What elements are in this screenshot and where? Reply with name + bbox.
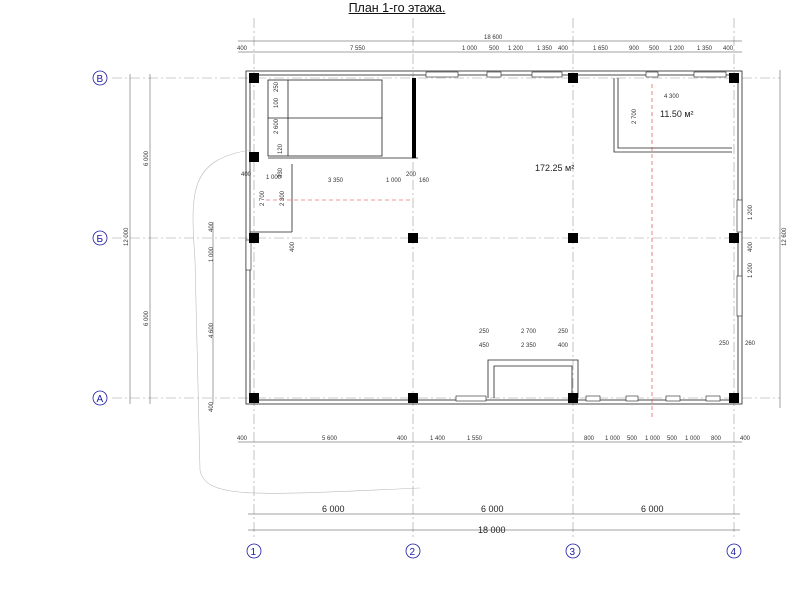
axis-label-3: 3	[570, 547, 576, 558]
span-1-2: 6 000	[322, 504, 345, 514]
dim-entrance-2350: 2 350	[521, 343, 537, 349]
dim-top-1: 7 550	[350, 46, 366, 52]
left-span-b-v: 6 000	[144, 150, 150, 166]
dim-stair-1000a: 1 000	[266, 175, 282, 181]
dim-entrance-400: 400	[558, 343, 569, 349]
dim-stair-2600: 2 600	[274, 118, 280, 134]
axis-label-1: 1	[251, 547, 257, 558]
dim-bot-4: 1 550	[467, 436, 483, 442]
dim-office-2700: 2 700	[632, 108, 638, 124]
dim-bot-0: 400	[237, 436, 248, 442]
dim-bot-9: 500	[667, 436, 678, 442]
right-total: 12 600	[782, 227, 788, 246]
dim-bot-11: 800	[711, 436, 722, 442]
windows	[245, 71, 743, 402]
dim-right-1200b: 1 200	[748, 262, 754, 278]
left-span-a-b: 6 000	[144, 310, 150, 326]
dim-entrance-250a: 250	[479, 329, 490, 335]
dim-bot-7: 500	[627, 436, 638, 442]
dim-right-260: 260	[745, 341, 756, 347]
dim-top-8: 900	[629, 46, 640, 52]
axis-bubble-v	[92, 70, 108, 86]
dim-stair-3350: 3 350	[328, 178, 344, 184]
dim-top-3: 500	[489, 46, 500, 52]
dim-entrance-250b: 250	[558, 329, 569, 335]
dim-top-total: 18 600	[484, 35, 503, 41]
axis-bubble-4	[726, 543, 742, 559]
dim-top-5: 1 350	[537, 46, 553, 52]
left-total: 12 000	[124, 227, 130, 246]
axis-label-b: Б	[97, 234, 104, 245]
dim-top-6: 400	[558, 46, 569, 52]
dim-top-2: 1 000	[462, 46, 478, 52]
dim-top-12: 400	[723, 46, 734, 52]
dim-left-400: 400	[241, 172, 252, 178]
axis-bubble-2	[405, 543, 421, 559]
dim-entrance-2700: 2 700	[521, 329, 537, 335]
dim-stair-120: 120	[278, 143, 284, 154]
axis-bubble-3	[565, 543, 581, 559]
dim-bot-12: 400	[740, 436, 751, 442]
dim-bot-1: 5 600	[322, 436, 338, 442]
dim-stair-250: 250	[274, 81, 280, 92]
dim-bot-6: 1 000	[605, 436, 621, 442]
dim-left-400c: 400	[209, 401, 215, 412]
dim-top-0: 400	[237, 46, 248, 52]
span-3-4: 6 000	[641, 504, 664, 514]
dim-right-250: 250	[719, 341, 730, 347]
walls	[245, 70, 743, 405]
dim-left-4600: 4 600	[209, 322, 215, 338]
dimension-lines	[129, 40, 781, 531]
dim-stair-100: 100	[274, 97, 280, 108]
dim-stair-330: 330	[278, 167, 284, 178]
span-2-3: 6 000	[481, 504, 504, 514]
grid-lines	[112, 18, 780, 540]
axis-bubble-b	[92, 230, 108, 246]
dim-stair-2700: 2 700	[260, 190, 266, 206]
dim-stair-200: 200	[406, 172, 417, 178]
plan-title: План 1-го этажа.	[348, 1, 446, 15]
dim-top-4: 1 200	[508, 46, 524, 52]
dim-bot-3: 1 400	[430, 436, 446, 442]
dim-top-10: 1 200	[669, 46, 685, 52]
dim-bot-8: 1 000	[645, 436, 661, 442]
dim-office-4300: 4 300	[664, 94, 680, 100]
dim-right-400: 400	[748, 241, 754, 252]
dim-top-7: 1 650	[593, 46, 609, 52]
axis-label-a: А	[97, 394, 104, 405]
dim-right-1200a: 1 200	[748, 204, 754, 220]
dim-stair-1000b: 1 000	[386, 178, 402, 184]
main-area-label: 172.25 м²	[535, 163, 574, 173]
structural-columns	[249, 73, 739, 403]
dim-bot-5: 800	[584, 436, 595, 442]
axis-label-4: 4	[731, 547, 737, 558]
dim-stair-400: 400	[290, 241, 296, 252]
dim-left-400b: 400	[209, 221, 215, 232]
dim-bottom-chain: 400 5 600 400 1 400 1 550 800 1 000 500 …	[237, 436, 751, 442]
dim-bot-2: 400	[397, 436, 408, 442]
dim-left-1000: 1 000	[209, 246, 215, 262]
dim-stair-160: 160	[419, 178, 430, 184]
dim-entrance-450: 450	[479, 343, 490, 349]
axis-bubble-1	[246, 543, 262, 559]
dim-top-9: 500	[649, 46, 660, 52]
column-axis-markers: 1 2 3 4	[246, 543, 742, 559]
site-boundary	[192, 149, 421, 494]
dim-top-chain: 400 7 550 1 000 500 1 200 1 350 400 1 65…	[237, 46, 734, 52]
axis-bubble-a	[92, 390, 108, 406]
dim-bot-10: 1 000	[685, 436, 701, 442]
office-area-label: 11.50 м²	[660, 109, 694, 119]
dim-top-11: 1 350	[697, 46, 713, 52]
overall-dimension: 18 000	[478, 525, 506, 535]
axis-label-v: В	[97, 74, 104, 85]
row-axis-markers: А Б В	[92, 70, 108, 406]
axis-label-2: 2	[410, 547, 416, 558]
dim-stair-2300: 2 300	[280, 190, 286, 206]
